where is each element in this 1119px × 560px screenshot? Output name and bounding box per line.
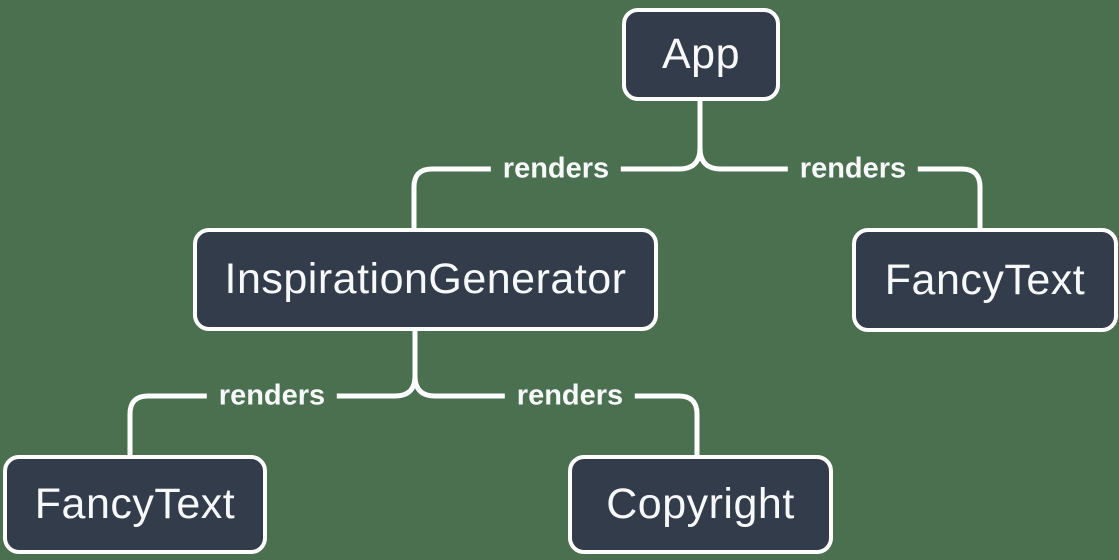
node-copyright: Copyright — [568, 455, 833, 554]
node-fancy-text-top: FancyText — [852, 228, 1118, 332]
node-inspiration-generator-label: InspirationGenerator — [224, 255, 627, 303]
edge-label-renders-inspirationgenerator-copyright: renders — [504, 379, 636, 413]
edge-label-renders-app-fancytext: renders — [787, 152, 919, 186]
edge-label-renders-inspirationgenerator-fancytext: renders — [206, 379, 338, 413]
node-app: App — [622, 8, 780, 101]
edge-label-renders-app-inspirationgenerator: renders — [490, 152, 622, 186]
node-fancy-text-top-label: FancyText — [884, 255, 1086, 304]
node-fancy-text-bottom-label: FancyText — [34, 480, 236, 528]
edge-app-to-fancytext — [697, 147, 983, 231]
edge-inspirationgenerator-to-copyright — [412, 375, 700, 458]
node-inspiration-generator: InspirationGenerator — [193, 228, 658, 331]
node-copyright-label: Copyright — [606, 480, 795, 528]
node-app-label: App — [661, 30, 740, 78]
node-fancy-text-bottom: FancyText — [3, 455, 267, 554]
